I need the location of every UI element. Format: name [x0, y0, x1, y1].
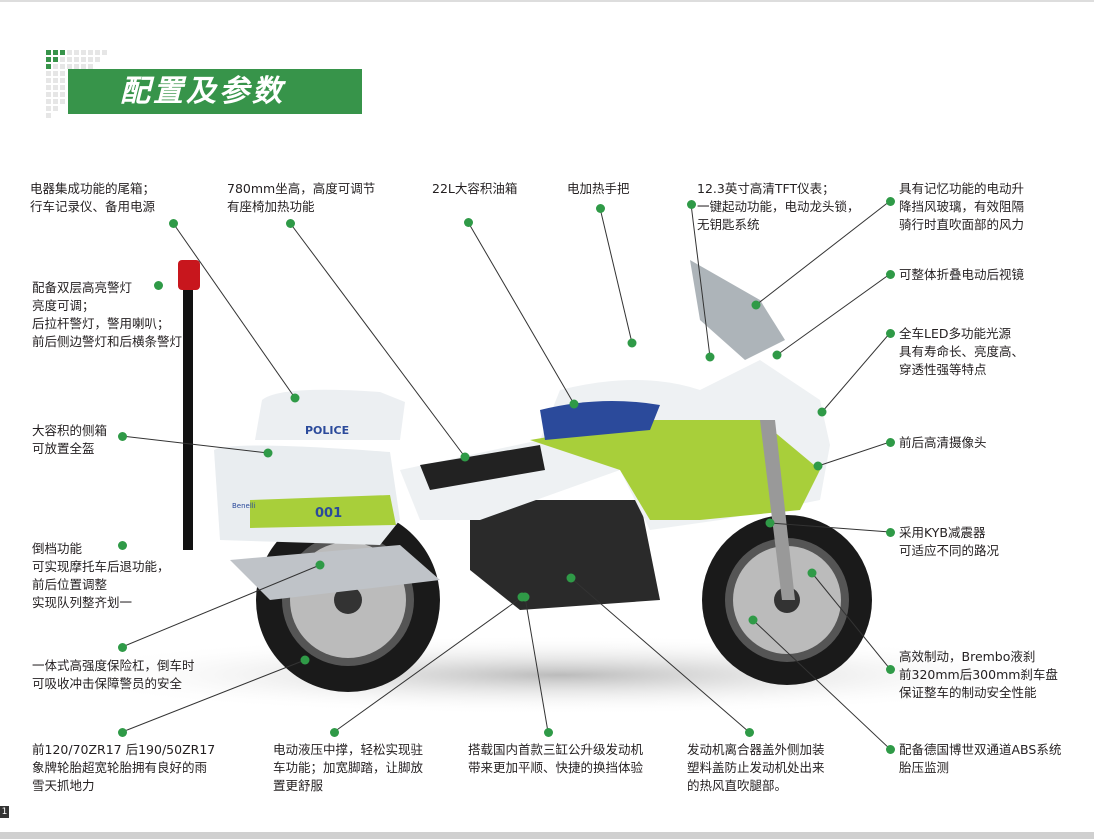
callout-dot-tires: [117, 727, 127, 737]
callout-dot-center-stand: [329, 727, 339, 737]
callout-line-side-case: [121, 435, 269, 454]
page-title: 配置及参数: [68, 69, 362, 114]
callout-dot-dashboard: [686, 199, 696, 209]
note-fuel-tank: 22L大容积油箱: [432, 181, 518, 196]
exhaust: [230, 545, 440, 600]
callout-dot-tail-box: [168, 218, 178, 228]
callout-target-dot-mirror: [772, 350, 782, 360]
callout-dot-bumper: [117, 642, 127, 652]
callout-line-abs: [752, 619, 891, 750]
note-suspension: 采用KYB减震器 可适应不同的路况: [899, 525, 1000, 558]
callout-line-bumper: [121, 564, 321, 648]
warning-light-icon: [178, 260, 200, 290]
callout-dot-engine: [543, 727, 553, 737]
note-engine: 搭载国内首款三缸公升级发动机 带来更加平顺、快捷的换挡体验: [468, 742, 644, 775]
callout-target-dot-fuel-tank: [569, 399, 579, 409]
callout-dot-led: [885, 328, 895, 338]
note-warning-light: 配备双层高亮警灯 亮度可调； 后拉杆警灯，警用喇叭； 前后侧边警灯和后横条警灯: [32, 280, 183, 349]
callout-line-mirror: [776, 273, 891, 356]
callout-line-windshield: [755, 200, 891, 306]
note-camera: 前后高清摄像头: [899, 435, 987, 450]
callout-target-dot-center-stand: [517, 592, 527, 602]
callout-line-camera: [817, 441, 891, 467]
callout-dot-side-case: [117, 431, 127, 441]
note-seat: 780mm坐高，高度可调节 有座椅加热功能: [227, 181, 376, 214]
callout-dot-brake: [885, 664, 895, 674]
callout-target-dot-dashboard: [705, 352, 715, 362]
callout-target-dot-windshield: [751, 300, 761, 310]
note-abs: 配备德国博世双通道ABS系统 胎压监测: [899, 742, 1062, 775]
note-center-stand: 电动液压中撑，轻松实现驻 车功能；加宽脚踏，让脚放 置更舒服: [273, 742, 424, 793]
note-tires: 前120/70ZR17 后190/50ZR17 象牌轮胎超宽轮胎拥有良好的雨 雪…: [32, 742, 216, 793]
brand-logo: Benelli: [232, 502, 256, 510]
front-fork: [760, 420, 795, 600]
police-lettering: POLICE: [305, 424, 349, 437]
callout-target-dot-clutch-cover: [566, 573, 576, 583]
callout-target-dot-camera: [813, 461, 823, 471]
note-mirror: 可整体折叠电动后视镜: [899, 267, 1025, 282]
tail-box: [255, 389, 405, 440]
note-side-case: 大容积的侧箱 可放置全盔: [32, 423, 108, 456]
callout-target-dot-side-case: [263, 448, 273, 458]
callout-target-dot-seat: [460, 452, 470, 462]
callout-target-dot-abs: [748, 615, 758, 625]
warning-light-pole: [183, 290, 193, 550]
note-heated-grip: 电加热手把: [567, 181, 630, 196]
callout-line-suspension: [769, 522, 891, 533]
windshield: [690, 260, 785, 360]
callout-line-center-stand: [333, 596, 523, 733]
callout-dot-clutch-cover: [744, 727, 754, 737]
callout-dot-camera: [885, 437, 895, 447]
page-number: 1: [0, 806, 9, 818]
engine: [470, 500, 660, 610]
callout-dot-suspension: [885, 527, 895, 537]
note-led: 全车LED多功能光源 具有寿命长、亮度高、 穿透性强等特点: [899, 326, 1025, 377]
callout-target-dot-tail-box: [290, 393, 300, 403]
callout-line-clutch-cover: [570, 577, 750, 733]
callout-line-tires: [121, 659, 306, 733]
note-bumper: 一体式高强度保险杠，倒车时 可吸收冲击保障警员的安全: [32, 658, 195, 691]
callout-target-dot-suspension: [765, 518, 775, 528]
note-windshield: 具有记忆功能的电动升 降挡风玻璃，有效阻隔 骑行时直吹面部的风力: [899, 181, 1025, 232]
callout-dot-abs: [885, 744, 895, 754]
bottom-border: [0, 832, 1094, 839]
callout-target-dot-brake: [807, 568, 817, 578]
callout-target-dot-led: [817, 407, 827, 417]
note-reverse: 倒档功能 可实现摩托车后退功能， 前后位置调整 实现队列整齐划一: [32, 541, 170, 610]
top-border: [0, 0, 1094, 2]
callout-line-dashboard: [690, 203, 711, 358]
callout-target-dot-heated-grip: [627, 338, 637, 348]
callout-line-heated-grip: [599, 207, 633, 344]
callout-dot-warning-light: [153, 280, 163, 290]
note-clutch-cover: 发动机离合器盖外侧加装 塑料盖防止发动机处出来 的热风直吹腿部。: [687, 742, 825, 793]
seat: [420, 445, 545, 490]
note-tail-box: 电器集成功能的尾箱； 行车记录仪、备用电源: [30, 181, 156, 214]
note-dashboard: 12.3英寸高清TFT仪表； 一键起动功能，电动龙头锁， 无钥匙系统: [697, 181, 860, 232]
callout-dot-seat: [285, 218, 295, 228]
callout-dot-reverse: [117, 540, 127, 550]
callout-dot-mirror: [885, 269, 895, 279]
callout-line-brake: [811, 572, 891, 670]
callout-line-tail-box: [172, 222, 296, 399]
callout-target-dot-tires: [300, 655, 310, 665]
callout-line-led: [821, 332, 891, 413]
decorative-dot-grid: [46, 50, 107, 118]
callout-line-engine: [524, 596, 549, 733]
callout-dot-heated-grip: [595, 203, 605, 213]
bike-number: 001: [315, 506, 342, 521]
callout-target-dot-bumper: [315, 560, 325, 570]
callout-line-seat: [289, 222, 466, 458]
callout-line-fuel-tank: [467, 221, 575, 405]
callout-dot-windshield: [885, 196, 895, 206]
callout-dot-fuel-tank: [463, 217, 473, 227]
note-brake: 高效制动，Brembo液刹 前320mm后300mm刹车盘 保证整车的制动安全性…: [899, 649, 1058, 700]
